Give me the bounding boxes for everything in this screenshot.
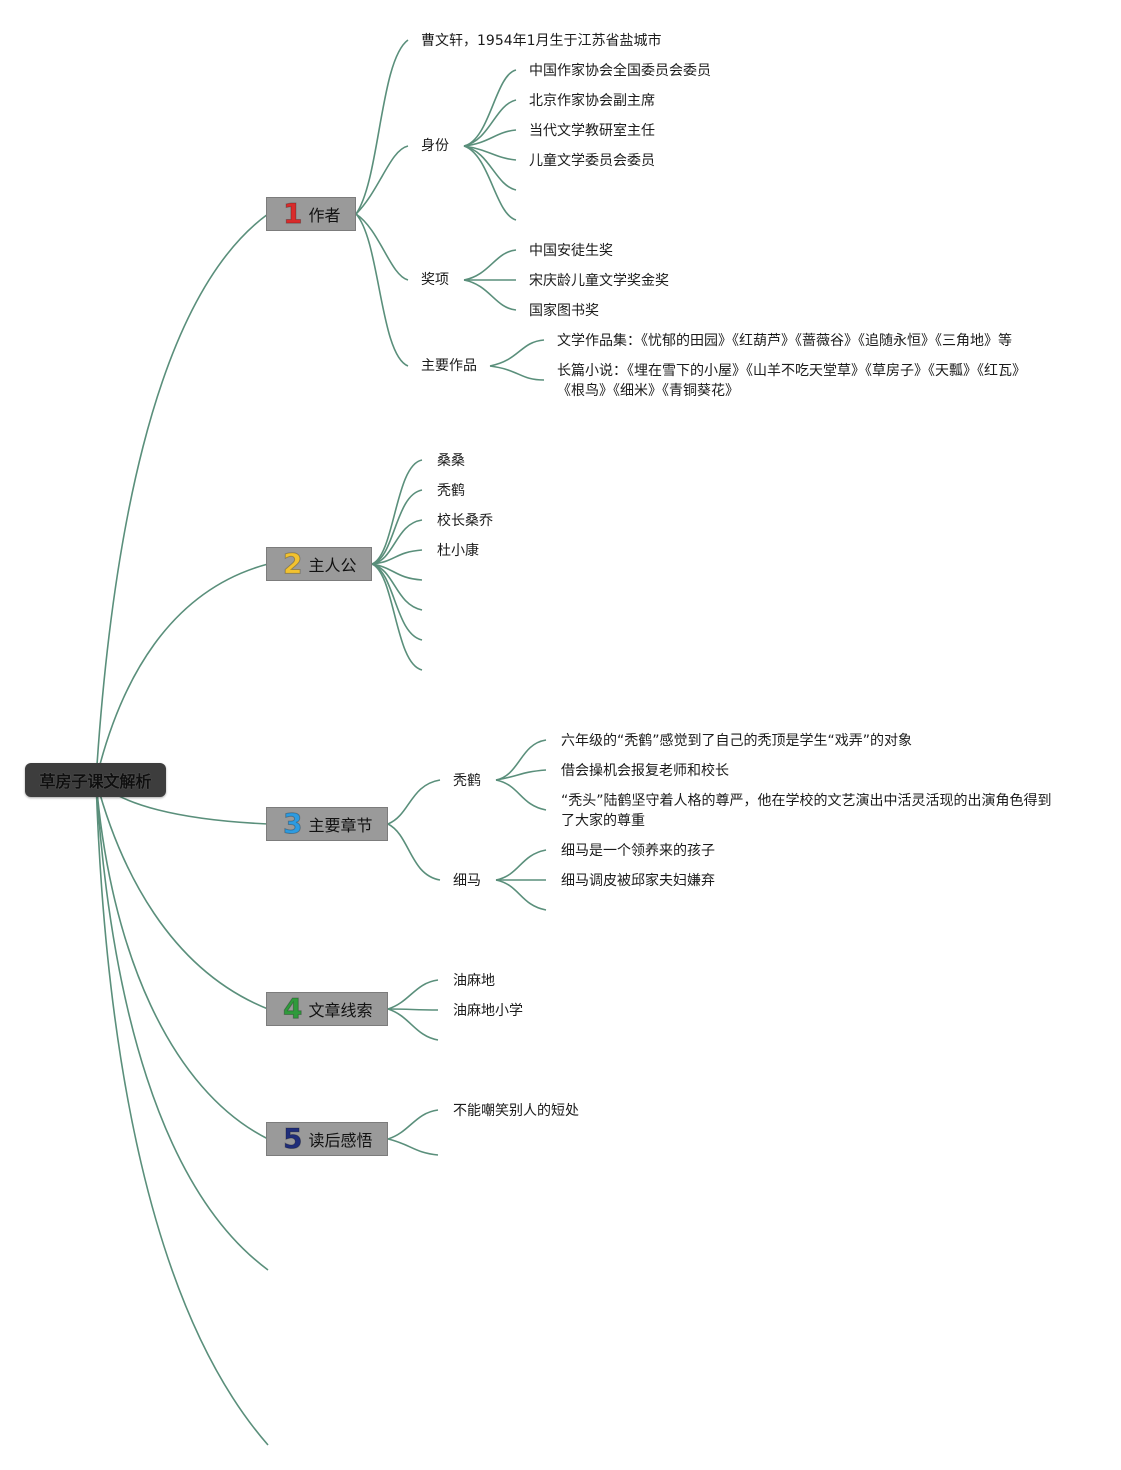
link-xima-1	[495, 849, 547, 881]
link-root-clues	[95, 779, 269, 1010]
chapter-tuhe[interactable]: 秃鹤	[453, 773, 481, 789]
root-topic-label: 草房子课文解析	[39, 772, 152, 791]
topic-clues-label: 文章线索	[308, 1001, 373, 1020]
link-identity-1	[463, 69, 517, 147]
link-author-works	[355, 213, 409, 367]
link-author-awards	[355, 213, 409, 281]
clue-item[interactable]: 油麻地小学	[453, 1003, 523, 1019]
link-root-feelings	[95, 779, 269, 1140]
number-1-icon: 1	[282, 197, 303, 230]
link-clue-1	[387, 979, 439, 1010]
topic-feelings[interactable]: 5 读后感悟	[266, 1122, 388, 1156]
link-awards-1	[463, 249, 517, 281]
tuhe-item[interactable]: “秃头”陆鹤坚守着人格的尊严，他在学校的文艺演出中活灵活现的出演角色得到了大家的…	[561, 793, 1052, 829]
author-identity[interactable]: 身份	[421, 138, 449, 154]
author-birth[interactable]: 曹文轩，1954年1月生于江苏省盐城市	[421, 33, 662, 49]
link-works-1	[489, 339, 545, 367]
link-prot-3	[371, 519, 423, 565]
topic-author-label: 作者	[308, 206, 341, 225]
award-item[interactable]: 国家图书奖	[529, 303, 599, 319]
link-clue-2	[387, 1008, 439, 1011]
link-prot-7	[371, 563, 423, 641]
author-awards[interactable]: 奖项	[421, 272, 449, 288]
award-item[interactable]: 中国安徒生奖	[529, 243, 613, 259]
link-xima-3	[495, 879, 547, 911]
topic-protagonists-label: 主人公	[308, 556, 357, 575]
link-tuhe-3	[495, 779, 547, 811]
link-awards-3	[463, 279, 517, 311]
link-root-protagonists	[95, 563, 269, 781]
link-identity-5	[463, 145, 517, 191]
author-works[interactable]: 主要作品	[421, 358, 477, 374]
link-prot-4	[371, 549, 423, 565]
link-root-empty-1	[95, 779, 269, 1271]
number-3-icon: 3	[282, 807, 303, 840]
chapter-xima[interactable]: 细马	[453, 873, 481, 889]
protagonist-item[interactable]: 校长桑乔	[437, 513, 493, 529]
tuhe-item[interactable]: 借会操机会报复老师和校长	[561, 763, 729, 779]
topic-clues[interactable]: 4 文章线索	[266, 992, 388, 1026]
identity-item[interactable]: 北京作家协会副主席	[529, 93, 655, 109]
link-chap-tuhe	[387, 779, 441, 825]
link-root-author	[95, 213, 269, 781]
link-prot-2	[371, 489, 423, 565]
protagonist-item[interactable]: 秃鹤	[437, 483, 465, 499]
link-tuhe-2	[495, 769, 547, 781]
link-chap-xima	[387, 823, 441, 881]
link-author-identity	[355, 145, 409, 215]
link-prot-8	[371, 563, 423, 671]
identity-item[interactable]: 当代文学教研室主任	[529, 123, 655, 139]
number-5-icon: 5	[282, 1122, 303, 1155]
tuhe-item[interactable]: 六年级的“秃鹤”感觉到了自己的秃顶是学生“戏弄”的对象	[561, 733, 913, 749]
identity-item[interactable]: 中国作家协会全国委员会委员	[529, 63, 711, 79]
award-item[interactable]: 宋庆龄儿童文学奖金奖	[529, 273, 669, 289]
xima-item[interactable]: 细马是一个领养来的孩子	[561, 843, 715, 859]
link-prot-6	[371, 563, 423, 611]
topic-feelings-label: 读后感悟	[308, 1131, 373, 1150]
xima-item[interactable]: 细马调皮被邱家夫妇嫌弃	[561, 873, 715, 889]
protagonist-item[interactable]: 杜小康	[437, 543, 479, 559]
topic-chapters[interactable]: 3 主要章节	[266, 807, 388, 841]
link-works-2	[489, 365, 545, 381]
feeling-item[interactable]: 不能嘲笑别人的短处	[453, 1103, 579, 1119]
link-identity-2	[463, 99, 517, 147]
protagonist-item[interactable]: 桑桑	[437, 453, 465, 469]
root-topic[interactable]: 草房子课文解析	[25, 763, 166, 797]
topic-protagonists[interactable]: 2 主人公	[266, 547, 372, 581]
link-clue-3	[387, 1008, 439, 1041]
link-author-birth	[355, 39, 409, 215]
topic-chapters-label: 主要章节	[308, 816, 373, 835]
link-tuhe-1	[495, 739, 547, 781]
link-root-empty-2	[95, 779, 269, 1446]
identity-item[interactable]: 儿童文学委员会委员	[529, 153, 655, 169]
clue-item[interactable]: 油麻地	[453, 973, 495, 989]
topic-author[interactable]: 1 作者	[266, 197, 356, 231]
link-prot-1	[371, 459, 423, 565]
works-collections[interactable]: 文学作品集：《忧郁的田园》《红葫芦》《蔷薇谷》《追随永恒》《三角地》等	[557, 333, 1012, 349]
link-identity-3	[463, 129, 517, 147]
number-4-icon: 4	[282, 992, 303, 1025]
works-novels[interactable]: 长篇小说：《埋在雪下的小屋》《山羊不吃天堂草》《草房子》《天瓢》《红瓦》《根鸟》…	[557, 363, 1026, 399]
link-feel-2	[387, 1138, 439, 1156]
number-2-icon: 2	[282, 547, 303, 580]
link-identity-6	[463, 145, 517, 221]
link-feel-1	[387, 1109, 439, 1140]
